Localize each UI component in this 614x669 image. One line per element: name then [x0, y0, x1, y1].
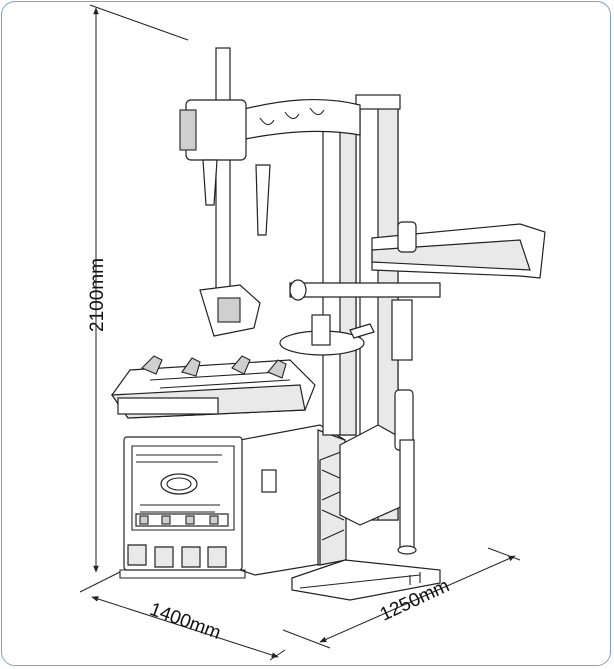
floor-base [291, 559, 441, 601]
helper-arms [279, 221, 546, 555]
turntable [110, 355, 316, 419]
main-column [322, 94, 414, 526]
depth-dimension [282, 547, 521, 649]
machine-cabinet [119, 424, 347, 579]
height-dimension [89, 4, 189, 573]
width-dimension [79, 571, 286, 661]
top-arm [179, 47, 361, 337]
height-label: 2100mm [87, 258, 108, 332]
